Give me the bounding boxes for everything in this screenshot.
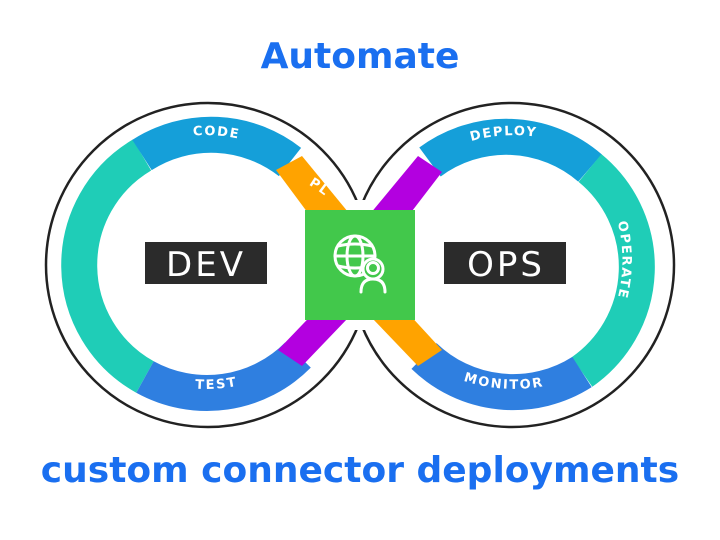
deploy-segment (419, 118, 602, 182)
page-subtitle: custom connector deployments (40, 450, 680, 491)
code-segment (132, 116, 302, 177)
page-title: Automate (260, 36, 460, 77)
center-badge (305, 210, 415, 320)
monitor-segment (411, 342, 592, 411)
dev-label: DEV (166, 245, 246, 285)
stage-test-label: TEST (195, 375, 238, 393)
ops-label: OPS (467, 245, 545, 285)
stage-code-label: CODE (193, 124, 242, 143)
operate-segment (571, 154, 655, 387)
ops-badge: OPS (444, 242, 566, 285)
stage-operate-label: OPERATE (614, 220, 634, 301)
globe-user-icon (333, 234, 387, 294)
dev-badge: DEV (145, 242, 267, 285)
left-loop (61, 116, 311, 411)
test-segment (136, 342, 311, 411)
right-loop (411, 118, 655, 411)
teal-left-segment (61, 139, 155, 393)
